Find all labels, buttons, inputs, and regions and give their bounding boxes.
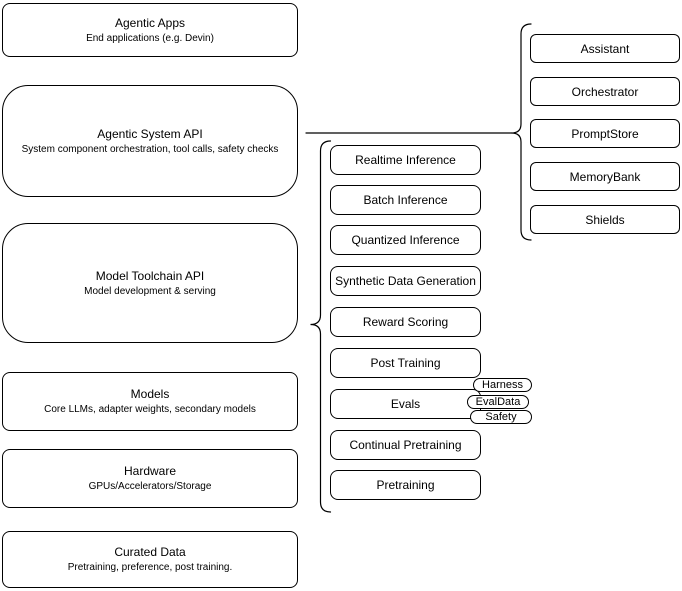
box-hardware-subtitle: GPUs/Accelerators/Storage (88, 481, 212, 492)
box-models: Models Core LLMs, adapter weights, secon… (2, 372, 298, 431)
system-box-shields: Shields (530, 205, 680, 234)
toolchain-box-reward-scoring: Reward Scoring (330, 307, 481, 337)
box-model-toolchain-api-subtitle: Model development & serving (84, 285, 216, 297)
system-box-orchestrator: Orchestrator (530, 77, 680, 106)
system-box-promptstore: PromptStore (530, 119, 680, 148)
box-models-title: Models (130, 387, 170, 401)
toolchain-box-pretraining: Pretraining (330, 470, 481, 500)
box-hardware: Hardware GPUs/Accelerators/Storage (2, 449, 298, 508)
toolchain-group-brace (310, 140, 332, 513)
box-curated-data-title: Curated Data (114, 545, 186, 559)
toolchain-box-quantized-inference: Quantized Inference (330, 225, 481, 255)
toolchain-box-continual-pretraining: Continual Pretraining (330, 430, 481, 460)
eval-badge-harness: Harness (473, 378, 532, 392)
toolchain-box-batch-inference: Batch Inference (330, 185, 481, 215)
box-agentic-apps-subtitle: End applications (e.g. Devin) (86, 32, 214, 44)
box-models-subtitle: Core LLMs, adapter weights, secondary mo… (44, 404, 256, 415)
eval-badge-evaldata: EvalData (467, 395, 529, 409)
box-agentic-system-api-subtitle: System component orchestration, tool cal… (21, 143, 279, 155)
eval-badge-safety: Safety (470, 410, 532, 424)
toolchain-box-realtime-inference: Realtime Inference (330, 145, 481, 175)
box-agentic-system-api-title: Agentic System API (97, 126, 203, 141)
system-box-assistant: Assistant (530, 34, 680, 63)
box-agentic-apps-title: Agentic Apps (114, 15, 186, 30)
toolchain-box-post-training: Post Training (330, 348, 481, 378)
box-hardware-title: Hardware (123, 464, 177, 478)
box-agentic-system-api: Agentic System API System component orch… (2, 85, 298, 197)
box-model-toolchain-api: Model Toolchain API Model development & … (2, 223, 298, 343)
box-curated-data: Curated Data Pretraining, preference, po… (2, 531, 298, 588)
box-curated-data-subtitle: Pretraining, preference, post training. (67, 562, 233, 573)
box-agentic-apps: Agentic Apps End applications (e.g. Devi… (2, 3, 298, 57)
system-group-brace (511, 23, 532, 241)
system-box-memorybank: MemoryBank (530, 162, 680, 191)
toolchain-box-synthetic-data-generation: Synthetic Data Generation (330, 266, 481, 296)
toolchain-box-evals: Evals (330, 389, 481, 419)
box-model-toolchain-api-title: Model Toolchain API (95, 268, 205, 283)
